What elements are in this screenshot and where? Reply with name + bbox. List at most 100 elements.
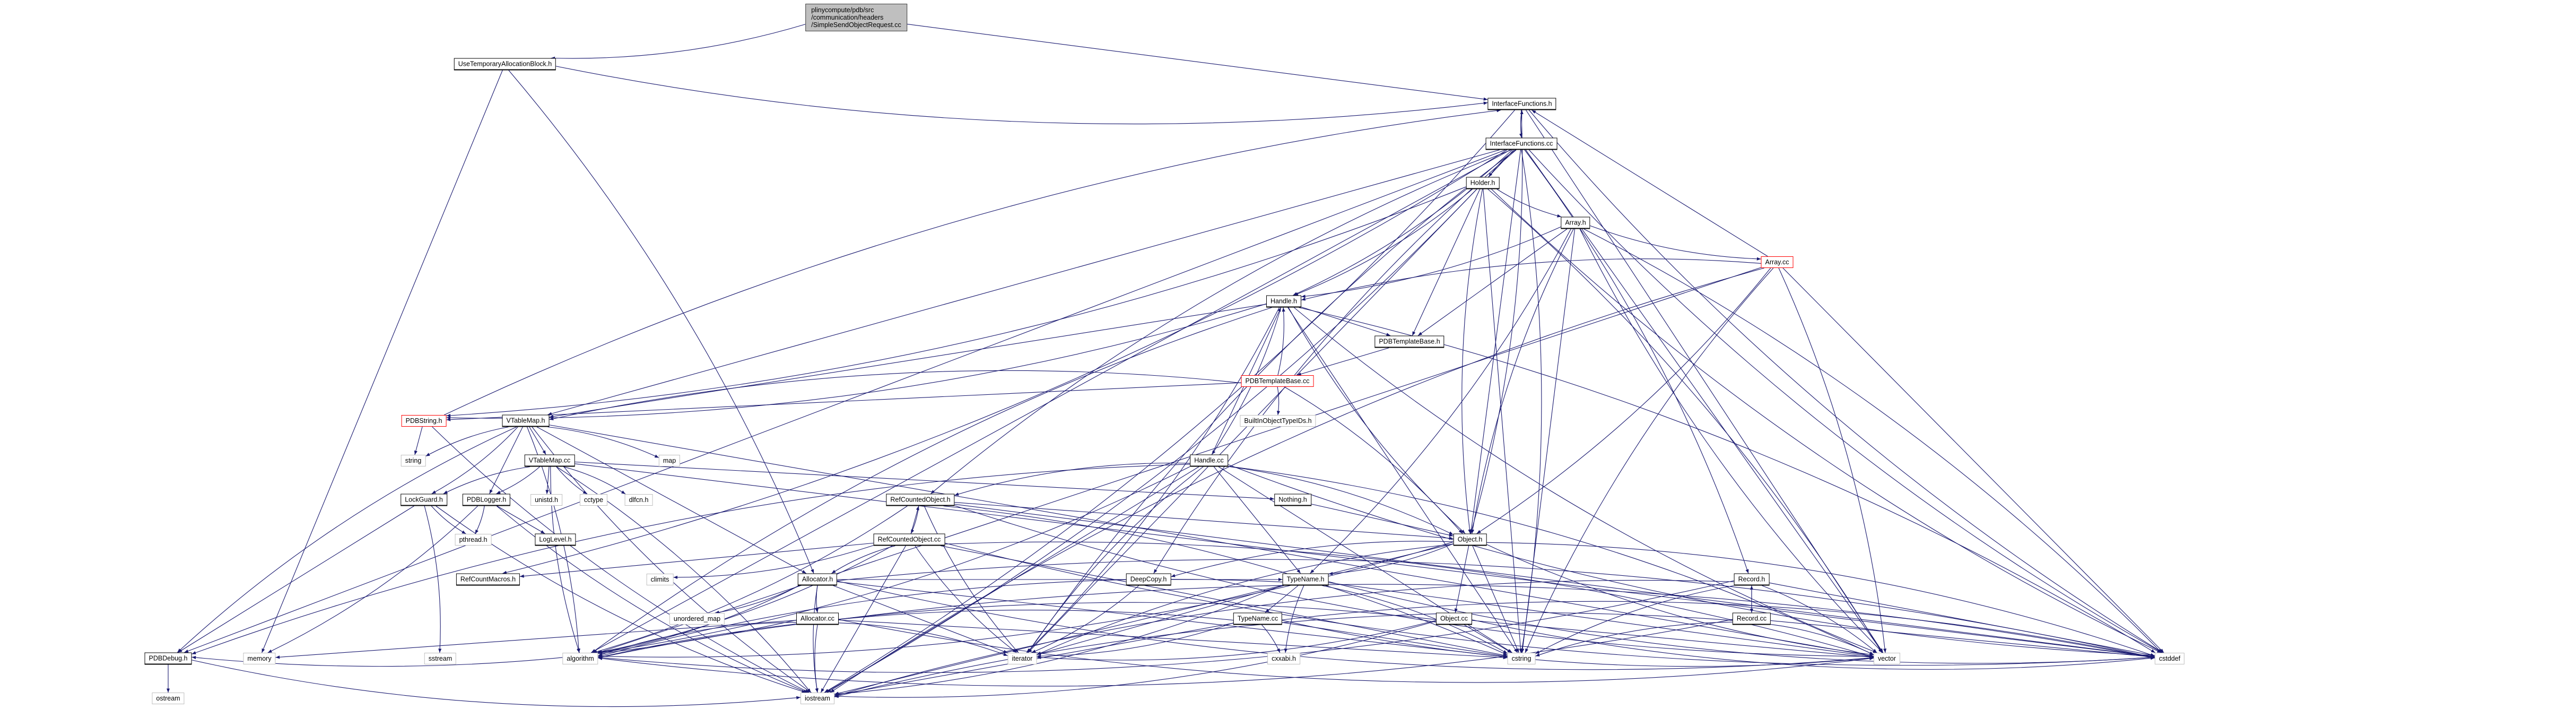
include-edge [833,585,1008,653]
file-node-cxxabi-h[interactable]: cxxabi.h [1267,653,1300,664]
file-node-object-cc[interactable]: Object.cc [1435,612,1473,625]
include-edge [834,620,1437,698]
file-node-allocator-cc[interactable]: Allocator.cc [796,612,839,625]
file-node-refcountedobject-h[interactable]: RefCountedObject.h [886,494,955,506]
file-node-climits[interactable]: climits [646,574,674,585]
include-edge [831,545,895,574]
file-node-pdbstring-h[interactable]: PDBString.h [401,415,447,427]
include-edge [1520,110,1524,138]
include-edge [598,267,1761,653]
include-edge [1486,542,2155,656]
file-node-vtablemap-cc[interactable]: VTableMap.cc [524,454,575,467]
file-node-refcountedobject-cc[interactable]: RefCountedObject.cc [873,533,945,546]
file-node-pdbdebug-h[interactable]: PDBDebug.h [144,652,192,665]
include-edge [547,149,1500,416]
include-edge [1524,150,1749,574]
include-edge [1417,229,1568,336]
file-node-iostream[interactable]: iostream [800,693,834,704]
include-edge [1782,267,2164,653]
file-node-sstream[interactable]: sstream [424,653,457,664]
file-node-handle-h[interactable]: Handle.h [1266,295,1302,308]
file-node-holder-h[interactable]: Holder.h [1466,177,1500,189]
file-node-object-h[interactable]: Object.h [1453,533,1487,546]
include-edge [1491,189,2162,653]
include-edge [1037,622,1234,658]
file-node-dlfcn-h[interactable]: dlfcn.h [624,494,653,506]
file-node-ostream[interactable]: ostream [152,693,185,704]
include-edge [1322,585,1508,654]
file-node-vtablemap-h[interactable]: VTableMap.h [502,414,550,427]
include-edge [907,23,1488,101]
file-node-cstddef[interactable]: cstddef [2154,653,2185,664]
include-edge [1276,386,1281,416]
file-node-pthread-h[interactable]: pthread.h [455,534,492,546]
file-node-handle-cc[interactable]: Handle.cc [1190,454,1228,467]
include-edge [1171,541,1454,577]
file-node-typename-h[interactable]: TypeName.h [1282,573,1329,586]
include-edge [1471,229,1574,534]
file-node-deepcopy-h[interactable]: DeepCopy.h [1126,573,1171,586]
include-edge [529,427,546,455]
include-edge [1535,585,1734,654]
file-node-pdbtemplatebase-cc[interactable]: PDBTemplateBase.cc [1241,375,1314,387]
include-edge [192,464,1190,655]
file-node-map[interactable]: map [658,455,681,466]
file-node-interfacefunctions-cc[interactable]: InterfaceFunctions.cc [1485,137,1557,150]
file-node-builtinobjecttypeids-h[interactable]: BuiltInObjectTypeIDs.h [1240,415,1316,427]
include-edge [563,466,626,495]
file-node-cctype[interactable]: cctype [579,494,608,506]
include-edge [551,24,806,60]
include-edge [598,619,1733,687]
file-node-allocator-h[interactable]: Allocator.h [797,573,838,586]
include-edge [1412,189,1481,336]
include-edge [1525,267,1774,653]
file-node-nothing-h[interactable]: Nothing.h [1274,494,1311,506]
file-node-refcountmacros-h[interactable]: RefCountMacros.h [456,573,520,586]
include-edge [954,504,2155,658]
file-node-pdblogger-h[interactable]: PDBLogger.h [462,494,511,506]
include-edge [930,149,1511,494]
include-edge [496,466,540,495]
include-edge [575,463,2155,658]
file-node-array-cc[interactable]: Array.cc [1761,256,1794,268]
include-edge [443,466,530,494]
file-node-memory[interactable]: memory [243,653,276,664]
file-node-pdbtemplatebase-h[interactable]: PDBTemplateBase.h [1374,335,1444,348]
file-node-cstring[interactable]: cstring [1507,653,1536,664]
file-node-iterator[interactable]: iterator [1007,653,1037,664]
file-node-lockguard-h[interactable]: LockGuard.h [401,494,447,506]
include-edge [1770,624,1874,655]
root-file-node[interactable]: plinycompute/pdb/src /communication/head… [805,4,907,31]
include-edge [178,506,414,653]
file-node-unordered-map[interactable]: unordered_map [669,613,725,625]
file-node-vector[interactable]: vector [1873,653,1901,664]
file-node-loglevel-h[interactable]: LogLevel.h [535,533,576,546]
file-node-record-h[interactable]: Record.h [1734,573,1770,586]
include-edge [1529,110,2163,653]
include-edge [1472,620,1874,659]
include-edge [267,506,478,653]
file-node-unistd-h[interactable]: unistd.h [530,494,562,506]
file-node-usetemporaryallocationblock-h[interactable]: UseTemporaryAllocationBlock.h [454,58,556,71]
include-edge [489,427,523,494]
include-edge [954,505,1874,658]
include-edge [924,506,1019,653]
include-edge [1778,267,1887,653]
include-edge [941,545,1508,657]
include-edge [545,466,550,495]
include-edge [834,543,1454,695]
include-edge [598,578,1283,658]
file-node-typename-cc[interactable]: TypeName.cc [1233,612,1283,625]
include-edge [598,580,1734,673]
file-node-interfacefunctions-h[interactable]: InterfaceFunctions.h [1487,98,1556,110]
include-edge [1472,619,2155,670]
include-edge [1037,585,1284,655]
file-node-string[interactable]: string [401,455,426,466]
include-edge [1296,347,1389,376]
file-node-record-cc[interactable]: Record.cc [1732,612,1771,625]
file-node-algorithm[interactable]: algorithm [562,653,598,664]
include-edge [915,546,1017,653]
file-node-array-h[interactable]: Array.h [1561,217,1590,229]
include-edge [1293,150,1513,296]
